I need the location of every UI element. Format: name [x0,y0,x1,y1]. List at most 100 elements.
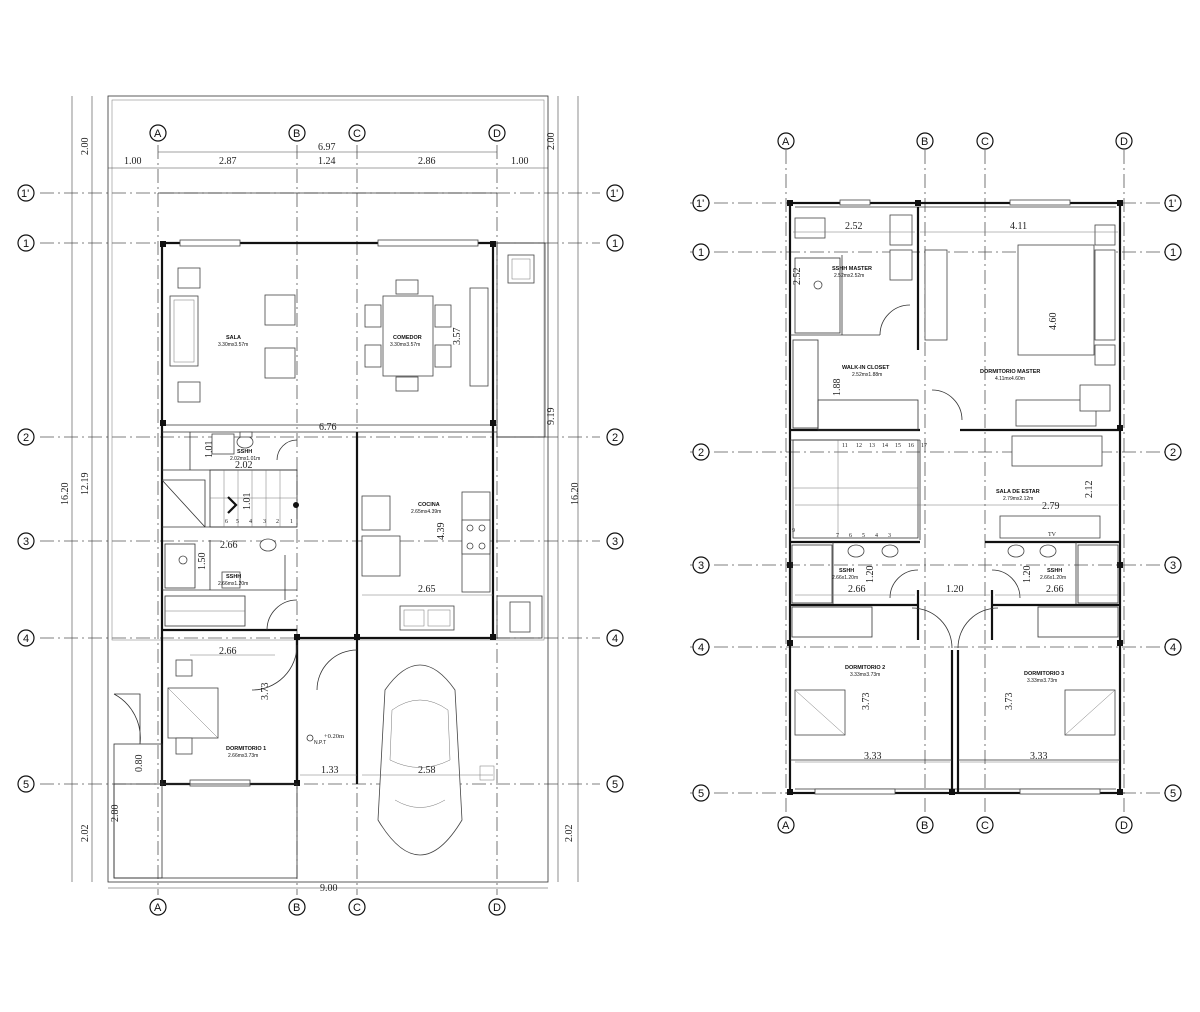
upper-stairs: 11 12 13 14 15 16 17 9 7 6 5 4 3 [792,339,927,539]
upper-room-sshhl-size: 2.66x1.20m [832,575,858,581]
comedor-furniture [364,279,489,392]
ground-room-labels: SALA 3.30mx3.57m COMEDOR 3.30mx3.57m SSH… [218,335,441,759]
dim-right-top: 2.00 [546,133,557,151]
room-sala-size: 3.30mx3.57m [218,342,248,348]
upper-step-12: 12 [856,443,862,449]
dim-sshh-h: 1.01 [204,441,215,459]
room-sshh2-size: 2.66mx1.20m [218,581,248,587]
upper-axis-3-left: 3 [698,560,704,572]
room-comedor-name: COMEDOR [393,335,422,341]
upper-axis-5-right: 5 [1170,788,1176,800]
upper-dim-d2-h: 3.73 [861,693,872,711]
upper-dim-estar-h: 2.12 [1084,481,1095,499]
upper-room-master-name: DORMITORIO MASTER [980,369,1040,375]
dim-comedor-h: 3.57 [452,328,463,346]
dim-porch-h2: 2.80 [110,805,121,823]
ground-stairs: 6 5 4 3 2 1 [161,469,299,528]
upper-room-sshhr-name: SSHH [1047,568,1062,574]
upper-step-6: 6 [849,533,852,539]
dim-right-mid: 9.19 [546,408,557,426]
upper-axis-c-bottom: C [981,820,989,832]
axis-3-left: 3 [23,536,29,548]
upper-furniture: TV [791,214,1119,736]
ground-step-1: 1 [290,519,293,525]
upper-room-d3-size: 3.33mx3.73m [1027,678,1057,684]
axis-2-right: 2 [612,432,618,444]
dim-bottom-total: 9.00 [320,883,338,894]
upper-room-d3-name: DORMITORIO 3 [1024,671,1064,677]
axis-2-left: 2 [23,432,29,444]
upper-axis-a-bottom: A [782,820,790,832]
dim-cocina-w: 2.65 [418,584,436,595]
upper-room-d2-name: DORMITORIO 2 [845,665,885,671]
ground-step-5: 5 [236,519,239,525]
ground-step-6: 6 [225,519,228,525]
upper-room-master-size: 4.11mx4.60m [995,376,1025,382]
upper-axis-3-right: 3 [1170,560,1176,572]
axis-3-right: 3 [612,536,618,548]
upper-room-sshhm-name: SSHH MASTER [832,266,872,272]
upper-step-13: 13 [869,443,875,449]
upper-dim-sshhm-h: 2.52 [792,268,803,286]
room-dorm1-size: 2.66mx3.73m [228,753,258,759]
dim-seg-3: 1.24 [318,156,336,167]
level-value: +0.20m [324,733,344,740]
porch-hatch [113,693,298,879]
upper-room-estar-name: SALA DE ESTAR [996,489,1040,495]
axis-a-bottom: A [154,902,162,914]
upper-step-16: 16 [908,443,914,449]
garage-car [316,649,495,856]
upper-axis-1p-left: 1' [696,198,704,210]
upper-dimension-texts: 2.52 2.52 4.11 4.60 1.88 2.12 2.79 2.66 … [792,221,1095,762]
upper-room-closet-name: WALK-IN CLOSET [842,365,890,371]
upper-dim-d2-w: 3.33 [864,751,882,762]
upper-room-d2-size: 3.33mx3.73m [850,672,880,678]
ground-step-3: 3 [263,519,266,525]
dim-left-total: 16.20 [60,483,71,506]
upper-dim-d3-w: 3.33 [1030,751,1048,762]
upper-axis-1p-right: 1' [1168,198,1176,210]
upper-dim-closet-h: 1.88 [832,379,843,397]
upper-dim-sshhm-w: 2.52 [845,221,863,232]
room-sshh1-name: SSHH [237,449,252,455]
axis-b-bottom: B [293,902,300,914]
cocina-furniture [361,491,531,633]
axis-a-top: A [154,128,162,140]
axis-5-left: 5 [23,779,29,791]
upper-step-5: 5 [862,533,865,539]
upper-dim-master-h: 4.60 [1048,313,1059,331]
axis-5-right: 5 [612,779,618,791]
dim-cocina-h: 4.39 [436,523,447,541]
dim-seg-1: 1.00 [124,156,142,167]
dim-left-mid: 12.19 [80,473,91,496]
upper-step-9: 9 [792,528,795,534]
upper-room-sshhl-name: SSHH [839,568,854,574]
axis-1p-left: 1' [21,188,29,200]
dim-garage-w: 2.58 [418,765,436,776]
upper-dimension-lines [793,231,1118,763]
ground-dimension-texts: 6.97 1.00 2.87 1.24 2.86 1.00 9.00 2.00 … [60,133,581,895]
upper-axis-d-top: D [1120,136,1128,148]
axis-1-left: 1 [23,238,29,250]
upper-axis-c-top: C [981,136,989,148]
dim-seg-4: 2.86 [418,156,436,167]
axis-4-left: 4 [23,633,29,645]
upper-dim-sshhl-w: 2.66 [848,584,866,595]
dormitorio1-furniture [164,595,298,755]
upper-dim-master-w: 4.11 [1010,221,1027,232]
room-sala-name: SALA [226,335,241,341]
dim-stair-h: 1.01 [242,493,253,511]
room-comedor-size: 3.30mx3.57m [390,342,420,348]
upper-windows [814,199,1101,795]
upper-step-11: 11 [842,443,848,449]
upper-axis-d-bottom: D [1120,820,1128,832]
dim-right-total: 16.20 [570,483,581,506]
axis-b-top: B [293,128,300,140]
upper-room-estar-size: 2.79mx2.12m [1003,496,1033,502]
upper-step-7: 7 [836,533,839,539]
upper-step-15: 15 [895,443,901,449]
room-sshh1-size: 2.02mx1.01m [230,456,260,462]
dim-total-top: 6.97 [318,142,336,153]
upper-dim-d3-h: 3.73 [1004,693,1015,711]
